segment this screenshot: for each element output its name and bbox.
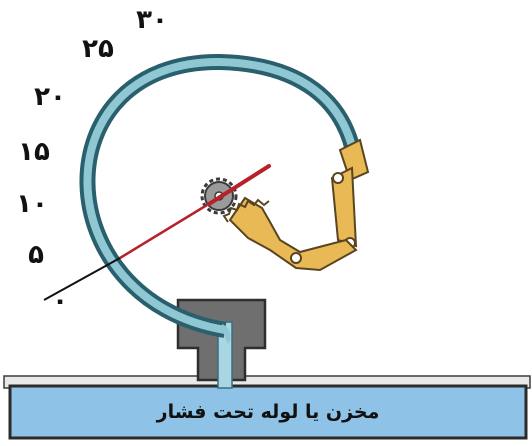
tank-body [8, 384, 528, 440]
linkage-assembly [222, 138, 370, 272]
scale-label-10: ۱۰ [16, 189, 48, 219]
pointer-shaft [119, 203, 208, 260]
bourdon-tube-inner [83, 57, 359, 334]
pivot-sector [290, 252, 302, 264]
scale-label-20: ۲۰ [34, 82, 66, 112]
pinion-teeth [200, 177, 238, 215]
scale-label-30: ۳۰ [136, 5, 168, 35]
sector-teeth [222, 198, 270, 223]
tank-caption: مخزن یا لوله تحت فشار [156, 401, 380, 423]
scale-label-25: ۲۵ [82, 34, 114, 64]
scale-label-15: ۱۵ [18, 137, 50, 167]
scale-label-0: ۰ [52, 286, 68, 316]
tube-entry [222, 324, 231, 344]
pointer-tail [43, 257, 121, 301]
pressure-tank [3, 375, 531, 440]
scale-label-5: ۵ [28, 240, 44, 270]
pivot-top [332, 172, 344, 184]
sector-arm [228, 196, 358, 272]
pointer-needle [207, 164, 271, 206]
